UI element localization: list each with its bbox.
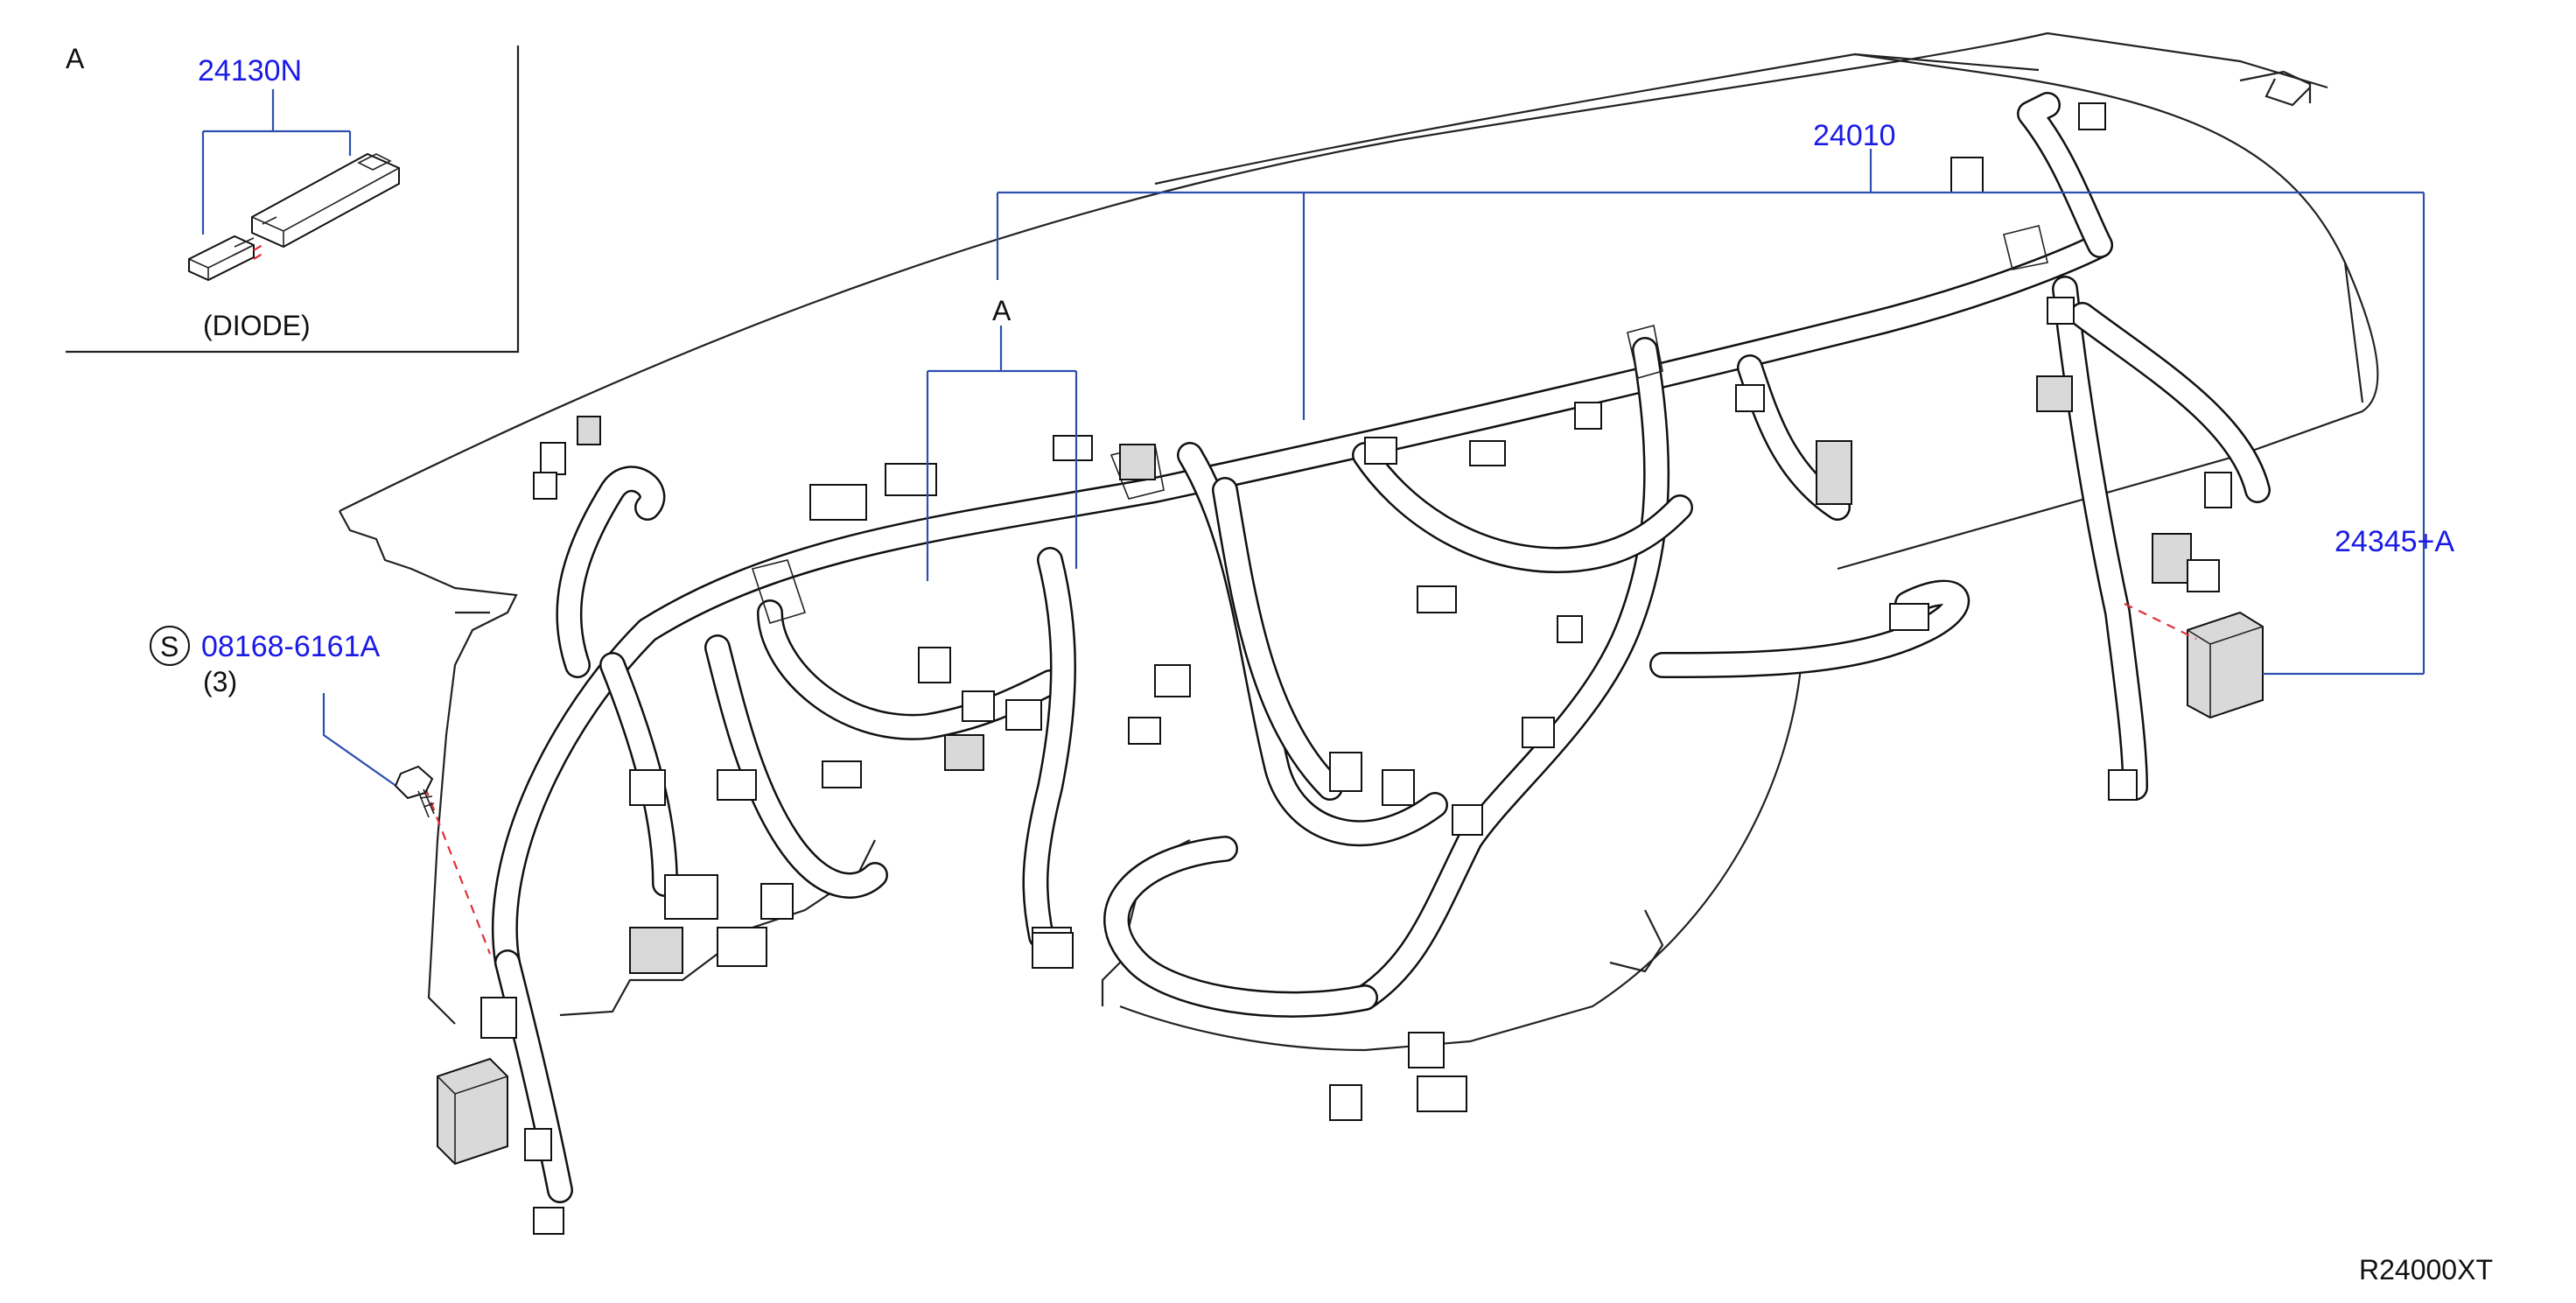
bolt-quantity: (3): [203, 666, 237, 697]
sub-harness-label[interactable]: 24345+A: [2334, 525, 2454, 558]
labels: 24010 A 24345+A S 08168-6161A (3) R24000…: [150, 119, 2493, 1285]
connector: [2047, 297, 2075, 325]
connector: [1005, 699, 1042, 731]
module-guide-line: [2124, 603, 2197, 640]
connector: [1329, 1084, 1362, 1121]
connector: [1417, 1075, 1467, 1112]
connectors: [437, 102, 2264, 1235]
drawing-code: R24000XT: [2359, 1254, 2493, 1285]
connector: [1735, 384, 1765, 412]
bolt-part-label[interactable]: 08168-6161A: [201, 630, 381, 663]
connector: [885, 463, 937, 496]
connector: [1053, 435, 1093, 461]
service-symbol: S: [160, 631, 178, 662]
connector: [918, 647, 951, 683]
connector: [1408, 1032, 1445, 1068]
inset-panel: A 24130N (DIODE): [66, 43, 520, 354]
connector: [1032, 932, 1074, 969]
connector: [1329, 752, 1362, 792]
connector: [629, 927, 683, 974]
connector: [2036, 375, 2073, 412]
connector: [1557, 615, 1583, 643]
connector: [533, 472, 557, 500]
connector: [1128, 717, 1161, 745]
connector: [717, 927, 767, 967]
bolt-guide-line: [424, 787, 492, 955]
connector: [1417, 585, 1457, 613]
connector: [1950, 157, 1984, 193]
connector: [717, 769, 757, 801]
relay-block-icon: [437, 997, 564, 1235]
connector: [1154, 664, 1191, 697]
connector: [1364, 437, 1397, 465]
connector: [1522, 717, 1555, 748]
bolt-icon: [394, 765, 435, 818]
connector: [664, 874, 718, 920]
service-symbol-circle: [150, 626, 190, 666]
connector: [2152, 533, 2192, 584]
connector: [1889, 603, 1929, 631]
inset-frame: [66, 46, 520, 354]
inset-caption: (DIODE): [203, 310, 311, 341]
control-module-icon: [2187, 611, 2264, 719]
inset-part-number[interactable]: 24130N: [198, 54, 302, 88]
connector: [944, 734, 984, 771]
inset-view-letter: A: [66, 43, 85, 74]
connector: [2078, 102, 2106, 130]
connector: [760, 883, 794, 920]
connector: [629, 769, 666, 806]
connector: [2204, 472, 2232, 508]
view-ref-label: A: [992, 295, 1012, 326]
wire-harness-24010: [491, 92, 2271, 1203]
connector: [540, 442, 566, 475]
connector: [1382, 769, 1415, 806]
inset-leader: [201, 89, 352, 235]
connector: [809, 484, 867, 521]
main-harness-label[interactable]: 24010: [1813, 119, 1896, 152]
diode-icon: [188, 152, 400, 282]
connector: [2187, 559, 2220, 592]
connector: [962, 690, 995, 722]
connector: [2108, 769, 2138, 801]
connector: [1469, 440, 1506, 466]
connector: [1574, 402, 1602, 430]
connector: [577, 416, 601, 445]
connector: [822, 760, 862, 788]
connector: [1816, 440, 1852, 505]
callout-leaders: [322, 149, 2426, 955]
connector: [1452, 804, 1483, 836]
connector: [1119, 444, 1156, 480]
